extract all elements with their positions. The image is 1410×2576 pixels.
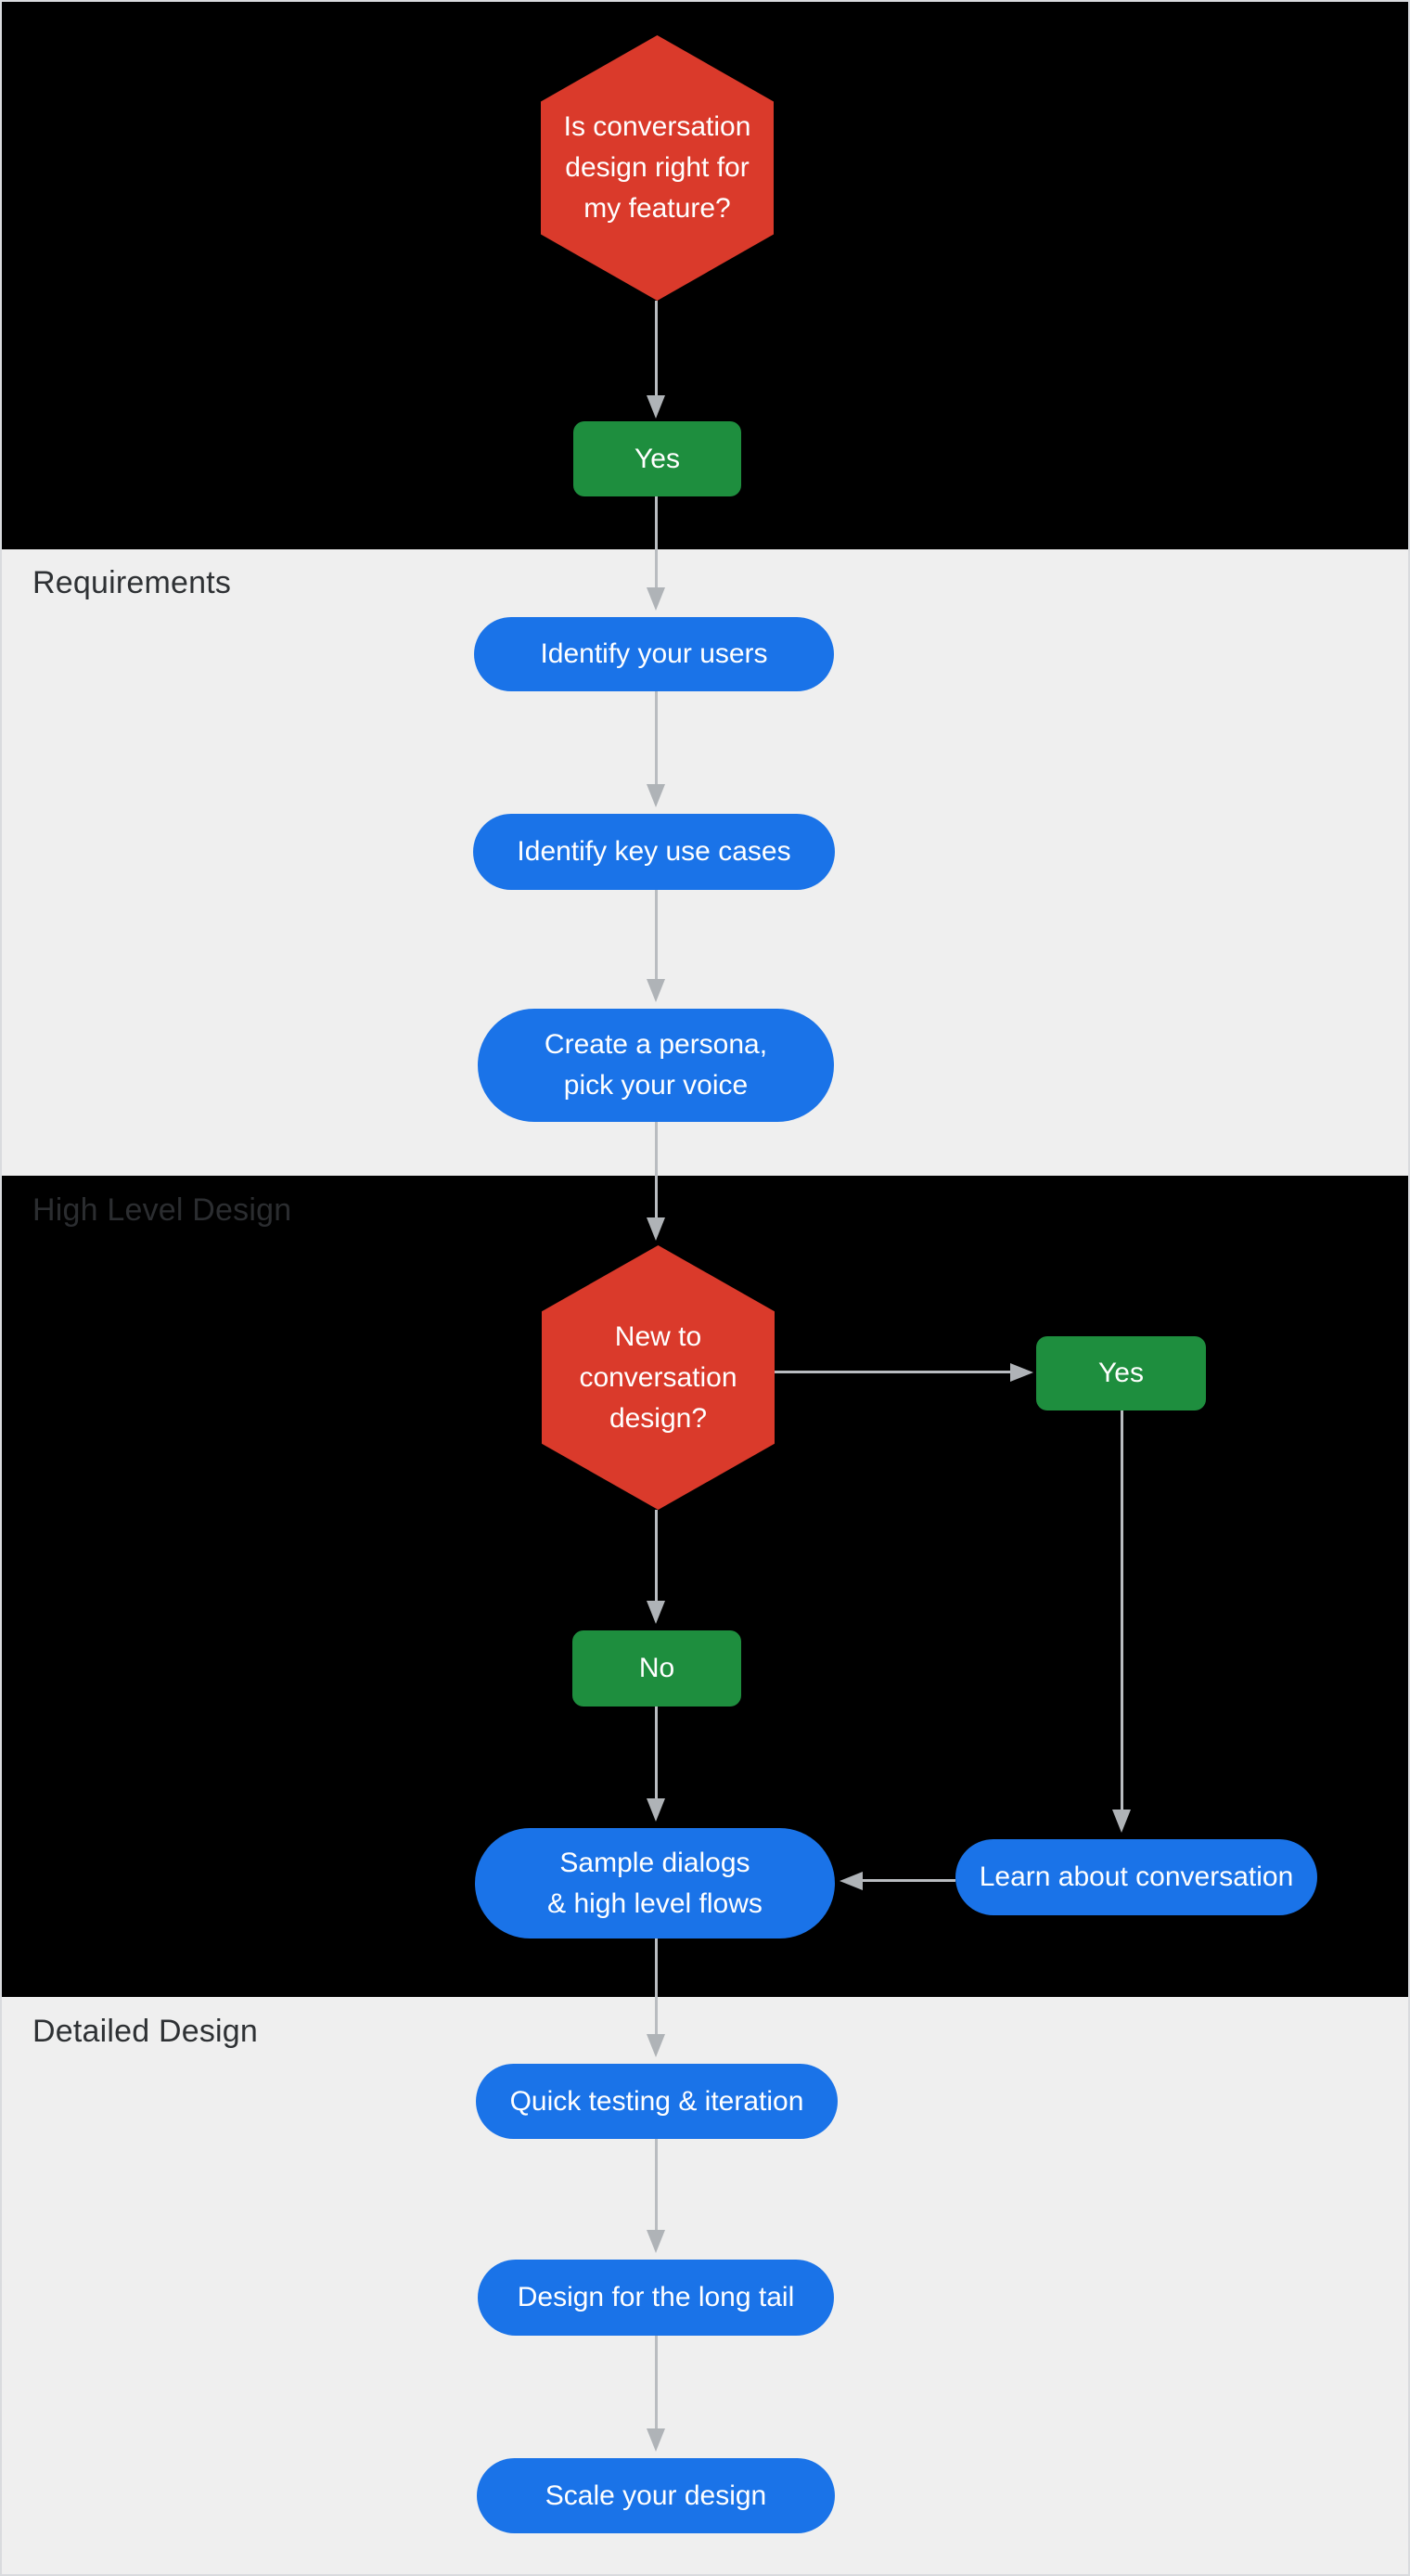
arrowhead-down-icon (647, 1601, 665, 1624)
answer-yes-1: Yes (573, 421, 741, 496)
arrowhead-down-icon (647, 2230, 665, 2253)
step-sample-dialogs-high-level-flows[interactable]: Sample dialogs & high level flows (475, 1828, 835, 1938)
arrowhead-down-icon (647, 784, 665, 807)
step-design-for-long-tail[interactable]: Design for the long tail (478, 2260, 834, 2336)
arrowhead-down-icon (647, 979, 665, 1002)
arrowhead-left-icon (840, 1872, 863, 1890)
answer-yes-2: Yes (1036, 1336, 1206, 1410)
arrowhead-down-icon (647, 1217, 665, 1241)
connector-use-cases-to-persona (655, 890, 658, 981)
step-identify-your-users[interactable]: Identify your users (474, 617, 834, 691)
arrowhead-down-icon (1112, 1810, 1131, 1833)
step-learn-about-conversation[interactable]: Learn about conversation (955, 1839, 1317, 1915)
connector-long-tail-to-scale (655, 2336, 658, 2430)
connector-yes1-to-identify-users (655, 496, 658, 589)
step-create-persona-pick-voice[interactable]: Create a persona, pick your voice (478, 1009, 834, 1122)
arrowhead-right-icon (1010, 1363, 1033, 1382)
section-label-requirements: Requirements (32, 565, 232, 600)
step-quick-testing-iteration[interactable]: Quick testing & iteration (476, 2064, 838, 2139)
connector-persona-to-decision2 (655, 1122, 658, 1219)
step-scale-your-design[interactable]: Scale your design (477, 2458, 835, 2533)
arrowhead-down-icon (647, 395, 665, 419)
arrowhead-down-icon (647, 587, 665, 611)
arrowhead-down-icon (647, 2034, 665, 2057)
section-label-high-level-design: High Level Design (32, 1192, 292, 1228)
connector-quick-to-long-tail (655, 2139, 658, 2232)
connector-no-to-sample-dialogs (655, 1707, 658, 1800)
step-identify-key-use-cases[interactable]: Identify key use cases (473, 814, 835, 890)
connector-yes2-to-learn (1121, 1410, 1123, 1811)
connector-sample-to-quick-testing (655, 1938, 658, 2036)
connector-decision2-to-yes2 (775, 1371, 1012, 1373)
connector-learn-to-sample-dialogs (861, 1879, 955, 1882)
connector-decision1-to-yes1 (655, 301, 658, 397)
connector-users-to-use-cases (655, 691, 658, 786)
answer-no: No (572, 1630, 741, 1707)
arrowhead-down-icon (647, 1798, 665, 1822)
connector-decision2-to-no (655, 1510, 658, 1603)
section-label-detailed-design: Detailed Design (32, 2014, 259, 2049)
arrowhead-down-icon (647, 2428, 665, 2452)
